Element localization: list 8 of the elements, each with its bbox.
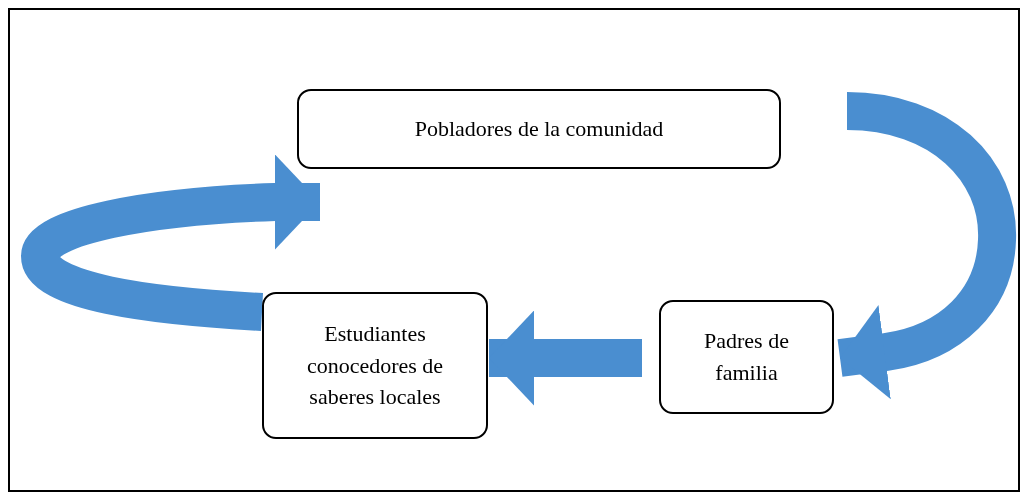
box-label: Pobladores de la comunidad xyxy=(414,115,664,144)
rounded-box xyxy=(297,89,781,169)
curved-block-arrow xyxy=(21,154,320,331)
rounded-box xyxy=(659,300,834,414)
rounded-box xyxy=(262,292,488,439)
curved-block-arrow xyxy=(489,310,642,406)
box-label: Padres de familia xyxy=(703,327,790,387)
box-label: Estudiantes conocedores de saberes locales xyxy=(305,319,445,412)
